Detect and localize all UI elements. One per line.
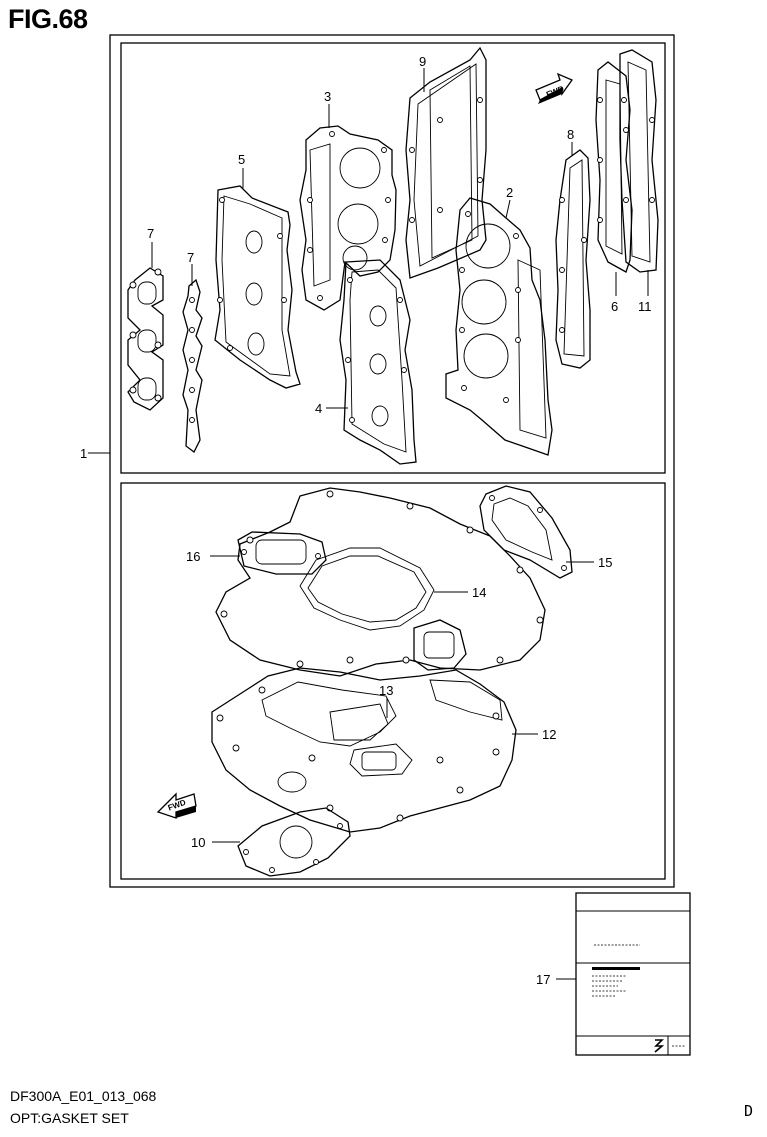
part-6-gasket[interactable]	[595, 61, 633, 273]
part-4-head-cover-gasket[interactable]	[339, 259, 417, 465]
diagram-code: DF300A_E01_013_068	[10, 1088, 157, 1104]
part-17-manual[interactable]	[575, 892, 691, 1056]
callout-7a: 7	[147, 226, 154, 241]
lower-kit-frame	[120, 482, 666, 880]
part-11-gasket[interactable]	[619, 49, 659, 273]
part-10-gasket[interactable]	[237, 807, 351, 877]
callout-8: 8	[567, 127, 574, 142]
part-16-gasket[interactable]	[237, 531, 327, 575]
callout-7b: 7	[187, 250, 194, 265]
callout-3: 3	[324, 89, 331, 104]
manufacturer-logo-icon	[654, 1039, 665, 1053]
callout-2: 2	[506, 185, 513, 200]
part-14-cover-gasket[interactable]	[215, 487, 546, 677]
callout-4: 4	[315, 401, 322, 416]
page-letter: D	[744, 1102, 754, 1120]
leader-lines	[88, 68, 649, 980]
part-7-exhaust-gasket[interactable]	[127, 267, 164, 411]
part-3-cylinder-head-gasket[interactable]	[299, 125, 397, 311]
figure-title: FIG.68	[8, 4, 88, 34]
callout-1: 1	[80, 446, 87, 461]
part-12-crankcase-gasket[interactable]	[211, 667, 517, 833]
kit-outer-frame	[109, 34, 675, 888]
callout-17: 17	[536, 972, 550, 987]
part-7-exhaust-gasket-b[interactable]	[182, 278, 203, 453]
callout-14: 14	[472, 585, 486, 600]
part-15-gasket[interactable]	[479, 485, 573, 579]
fwd-arrow-icon-bottom: FWD	[156, 792, 197, 819]
part-14-port-gasket[interactable]	[413, 619, 467, 671]
callout-10: 10	[191, 835, 205, 850]
part-2-cylinder-head-gasket[interactable]	[445, 197, 553, 456]
fwd-arrow-icon: FWD	[535, 72, 573, 104]
callout-12: 12	[542, 727, 556, 742]
callout-13: 13	[379, 683, 393, 698]
upper-kit-frame	[120, 42, 666, 474]
part-5-head-cover-gasket[interactable]	[214, 185, 301, 389]
diagram-name: OPT:GASKET SET	[10, 1110, 129, 1126]
callout-6: 6	[611, 299, 618, 314]
part-9-gasket[interactable]	[405, 46, 487, 279]
callout-11: 11	[638, 299, 652, 314]
callout-9: 9	[419, 54, 426, 69]
part-8-gasket[interactable]	[555, 149, 591, 369]
callout-15: 15	[598, 555, 612, 570]
callout-16: 16	[186, 549, 200, 564]
callout-5: 5	[238, 152, 245, 167]
